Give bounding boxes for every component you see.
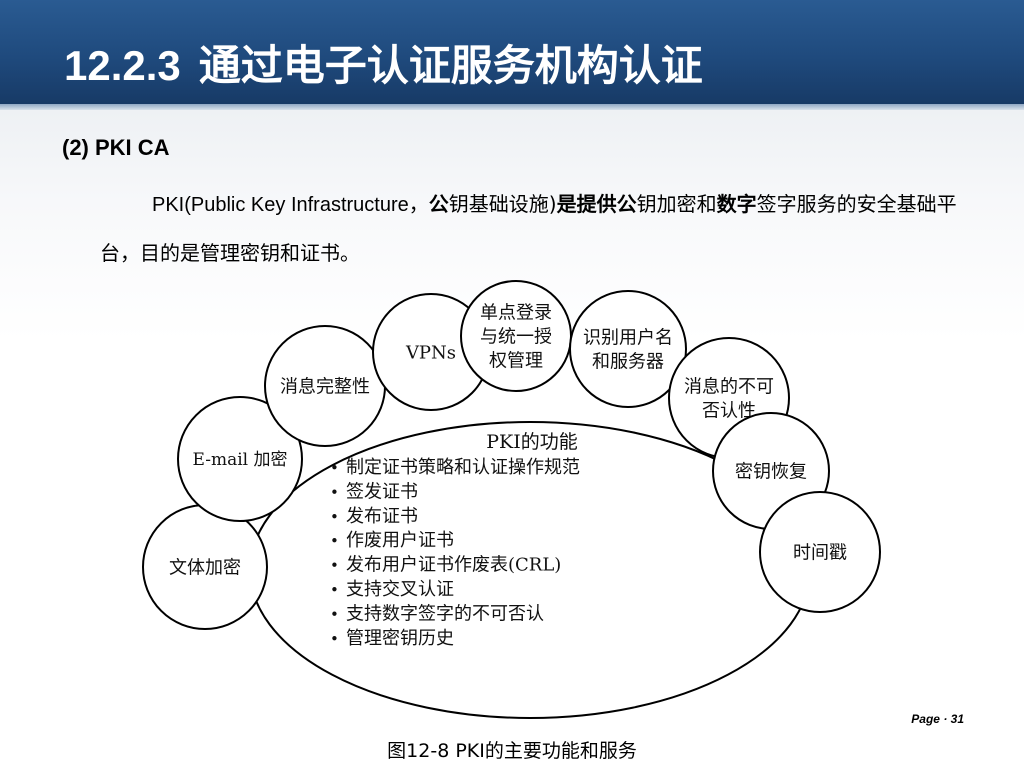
service-timestamp: 时间戳 bbox=[759, 491, 881, 613]
service-circle bbox=[569, 290, 687, 408]
service-label: 和服务器 bbox=[592, 351, 664, 372]
function-bullet: • bbox=[330, 630, 339, 648]
para-seg6: 数字 bbox=[716, 192, 757, 216]
function-item: 制定证书策略和认证操作规范 bbox=[346, 457, 580, 478]
service-email-encryption: E-mail 加密 bbox=[177, 396, 303, 522]
function-item: 发布证书 bbox=[346, 506, 418, 527]
para-seg4: 是提供公 bbox=[556, 192, 637, 216]
function-bullet: • bbox=[330, 459, 339, 477]
service-circle bbox=[177, 396, 303, 522]
service-label: 单点登录 bbox=[480, 302, 552, 323]
service-circle bbox=[759, 491, 881, 613]
para-seg3: 钥基础设施) bbox=[448, 192, 557, 216]
service-label: 与统一授 bbox=[480, 326, 552, 347]
page-number: Page · 31 bbox=[911, 712, 964, 726]
function-bullet: • bbox=[330, 605, 339, 623]
function-item: 作废用户证书 bbox=[346, 530, 454, 551]
header-divider bbox=[0, 104, 1024, 110]
service-label: 权管理 bbox=[489, 350, 543, 371]
slide-title: 12.2.3 通过电子认证服务机构认证 bbox=[64, 40, 703, 92]
service-label: 时间戳 bbox=[793, 542, 847, 563]
function-bullet: • bbox=[330, 557, 339, 575]
function-bullet: • bbox=[330, 508, 339, 526]
function-bullet: • bbox=[330, 532, 339, 550]
function-item: 发布用户证书作废表(CRL) bbox=[346, 555, 561, 576]
service-label: 消息的不可 bbox=[684, 376, 774, 397]
function-item: 支持交叉认证 bbox=[346, 579, 454, 600]
function-bullet: • bbox=[330, 581, 339, 599]
service-label: VPNs bbox=[405, 342, 456, 363]
service-label: 否认性 bbox=[702, 400, 756, 421]
para-seg7: 签字服务的安全基础平台，目的是管理密钥和证书。 bbox=[100, 192, 957, 265]
function-item: 管理密钥历史 bbox=[346, 628, 454, 649]
service-label: 识别用户名 bbox=[583, 327, 673, 348]
section-number: 12.2.3 bbox=[64, 42, 181, 89]
function-bullet: • bbox=[330, 483, 339, 501]
service-vpns: VPNs bbox=[372, 293, 490, 411]
pki-functions-list: • 制定证书策略和认证操作规范 • 签发证书 • 发布证书 • 作废用户证书 • 发布用户证书作废… bbox=[330, 457, 580, 649]
service-label: 密钥恢复 bbox=[735, 461, 807, 482]
function-item: 签发证书 bbox=[346, 481, 418, 502]
service-label: 消息完整性 bbox=[280, 376, 370, 397]
para-seg2: 公 bbox=[428, 192, 449, 216]
service-message-integrity: 消息完整性 bbox=[264, 325, 386, 447]
pki-definition-paragraph: PKI(Public Key Infrastructure，公钥基础设施)是提供… bbox=[100, 180, 980, 277]
service-document-encryption: 文体加密 bbox=[142, 504, 268, 630]
pki-functions-title: PKI的功能 bbox=[486, 431, 577, 453]
service-label: 文体加密 bbox=[169, 557, 241, 578]
service-label: E-mail 加密 bbox=[192, 450, 287, 470]
function-item: 支持数字签字的不可否认 bbox=[346, 603, 544, 624]
para-seg1: PKI(Public Key Infrastructure， bbox=[152, 194, 429, 216]
slide-header bbox=[0, 0, 1024, 104]
para-seg5: 钥加密和 bbox=[636, 192, 717, 216]
figure-caption: 图12-8 PKI的主要功能和服务 bbox=[387, 740, 637, 762]
section-title: 通过电子认证服务机构认证 bbox=[198, 41, 703, 90]
subheading: (2) PKI CA bbox=[62, 135, 170, 160]
